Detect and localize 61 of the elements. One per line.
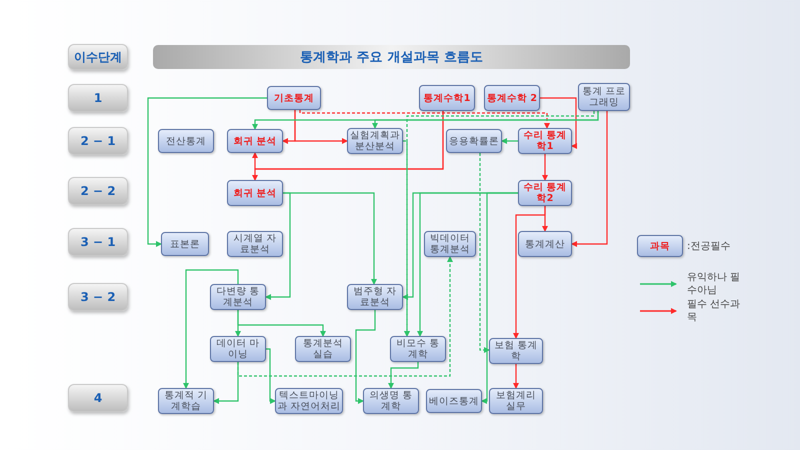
title-bar: 통계학과 주요 개설과목 흐름도 [153,45,630,69]
arrow [252,111,444,181]
course-box: 표본론 [161,232,209,256]
arrow [213,362,239,404]
arrow [479,153,490,353]
stage-label: 이수단계 [68,44,128,70]
legend-text: :전공필수 [687,240,730,253]
arrow [237,310,326,337]
course-box: 통계적 기계학습 [158,388,214,414]
arrow [542,154,548,181]
required-course-box: 기초통계 [267,86,321,110]
arrow [294,110,348,144]
arrow [571,111,608,247]
course-box: 실험계획과 분산분석 [347,128,403,154]
arrow [372,111,599,129]
legend-text: 유익하나 필수아님 [687,271,742,297]
stage-label: 1 [68,84,128,112]
required-course-box: 회귀 분석 [227,180,283,206]
arrow [147,97,267,247]
arrow [513,364,519,389]
required-course-box: 과목 [637,235,683,257]
arrow [388,362,419,389]
stage-label: 3 − 1 [68,228,128,256]
stage-label: 2 − 2 [68,177,128,205]
required-course-box: 수리 통계학1 [518,128,572,154]
arrow [540,97,577,149]
course-box: 데이터 마이닝 [210,336,266,362]
arrow [501,138,518,144]
course-box: 통계계산 [518,231,572,257]
arrow [265,192,291,300]
required-course-box: 통계수학1 [419,85,475,111]
course-box: 의생명 통계학 [363,388,419,414]
course-box: 텍스트마이닝과 자연어처리 [275,388,343,414]
course-box: 응용확률론 [446,129,502,153]
stage-label: 4 [68,384,128,412]
course-box: 전산통계 [158,129,214,153]
legend-text: 필수 선수과목 [687,298,742,324]
arrow [183,269,239,389]
arrow [283,192,377,285]
course-box: 비모수 통계학 [390,336,446,362]
course-box: 보험 통계학 [489,338,543,364]
arrow [237,256,453,377]
arrow [299,110,550,129]
course-box: 베이즈통계 [426,389,482,413]
course-box: 시계열 자료분석 [227,231,283,257]
arrow [513,206,546,339]
course-box: 보험계리 실무 [489,388,543,414]
required-course-box: 통계수학 2 [484,85,540,111]
course-box: 통계 프로그래밍 [578,83,630,111]
arrow [481,192,518,404]
course-box: 범주형 자료분석 [347,284,403,310]
required-course-box: 회귀 분석 [227,129,283,153]
course-box: 통계분석 실습 [295,336,351,362]
course-box: 다변량 통계분석 [210,284,266,310]
arrow [266,348,276,404]
arrow [355,310,376,404]
stage-label: 2 − 1 [68,127,128,155]
arrow [403,140,410,337]
course-box: 빅데이터 통계분석 [424,231,476,257]
required-course-box: 수리 통계학2 [518,180,572,206]
stage-label: 3 − 2 [68,283,128,311]
